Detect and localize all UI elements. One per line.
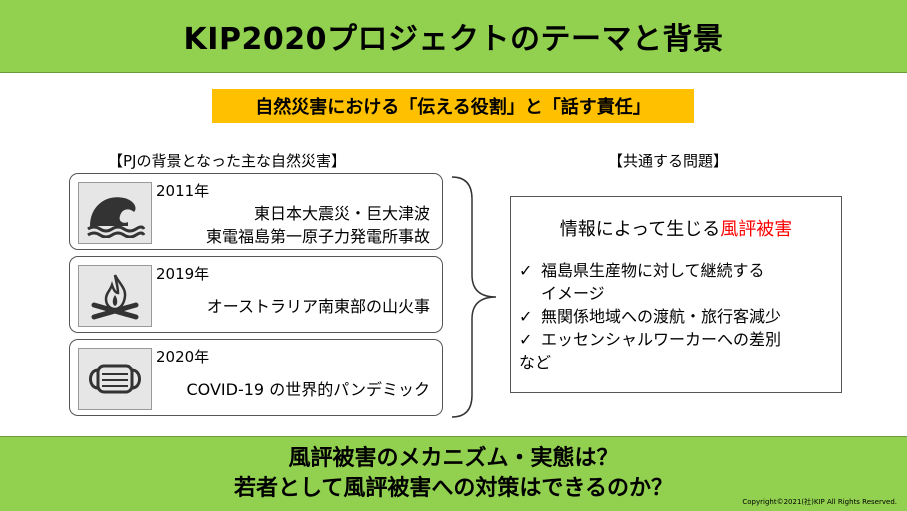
list-item: ✓ 福島県生産物に対して継続する イメージ bbox=[519, 259, 834, 305]
disaster-year: 2019年 bbox=[156, 265, 210, 283]
disaster-description: COVID-19 の世界的パンデミック bbox=[186, 380, 431, 399]
check-icon: ✓ bbox=[519, 261, 533, 280]
common-issue-box: 情報によって生じる風評被害 ✓ 福島県生産物に対して継続する イメージ ✓ 無関係地… bbox=[510, 196, 842, 393]
issue-title-highlight: 風評被害 bbox=[720, 219, 793, 240]
disaster-card-2011: 2011年 東日本大震災・巨大津波 東電福島第一原子力発電所事故 bbox=[69, 173, 443, 250]
disaster-line: 東日本大震災・巨大津波 bbox=[253, 204, 430, 223]
campfire-icon bbox=[78, 265, 152, 327]
curly-brace bbox=[451, 176, 497, 418]
question-2: 若者として風評被害への対策はできるのか？ bbox=[234, 476, 673, 501]
disaster-line: 東電福島第一原子力発電所事故 bbox=[205, 227, 430, 246]
title-banner: KIP2020プロジェクトのテーマと背景 bbox=[0, 0, 907, 73]
issue-text: など bbox=[519, 353, 552, 372]
copyright: Copyright©2021(社)KIP All Rights Reserved… bbox=[742, 498, 897, 506]
list-item: ✓ エッセンシャルワーカーへの差別 など bbox=[519, 328, 834, 374]
tsunami-wave-icon bbox=[78, 182, 152, 244]
issue-text: エッセンシャルワーカーへの差別 bbox=[541, 330, 782, 349]
disaster-description: 東日本大震災・巨大津波 東電福島第一原子力発電所事故 bbox=[206, 202, 430, 248]
issue-list: ✓ 福島県生産物に対して継続する イメージ ✓ 無関係地域への渡航・旅行客減少 ✓ エ… bbox=[519, 259, 834, 374]
question-banner: 風評被害のメカニズム・実態は？ 若者として風評被害への対策はできるのか？ Cop… bbox=[0, 436, 907, 511]
disaster-year: 2011年 bbox=[156, 182, 210, 200]
issue-text: 福島県生産物に対して継続する bbox=[541, 261, 765, 280]
common-problem-label: 【共通する問題】 bbox=[608, 152, 729, 170]
disaster-description: オーストラリア南東部の山火事 bbox=[206, 297, 430, 316]
disaster-card-2019: 2019年 オーストラリア南東部の山火事 bbox=[69, 256, 443, 333]
disaster-card-2020: 2020年 COVID-19 の世界的パンデミック bbox=[69, 339, 443, 416]
face-mask-icon bbox=[78, 348, 152, 410]
list-item: ✓ 無関係地域への渡航・旅行客減少 bbox=[519, 305, 834, 328]
issue-text: 無関係地域への渡航・旅行客減少 bbox=[541, 307, 782, 326]
issue-text: イメージ bbox=[541, 284, 605, 303]
theme-box: 自然災害における「伝える役割」と「話す責任」 bbox=[212, 89, 694, 123]
issue-title: 情報によって生じる風評被害 bbox=[511, 215, 841, 241]
question-1: 風評被害のメカニズム・実態は？ bbox=[288, 446, 619, 471]
page-title: KIP2020プロジェクトのテーマと背景 bbox=[183, 22, 724, 57]
check-icon: ✓ bbox=[519, 307, 533, 326]
disaster-year: 2020年 bbox=[156, 348, 210, 366]
issue-title-text: 情報によって生じる bbox=[559, 219, 721, 240]
check-icon: ✓ bbox=[519, 330, 533, 349]
background-label: 【PJの背景となった主な自然災害】 bbox=[108, 152, 347, 170]
